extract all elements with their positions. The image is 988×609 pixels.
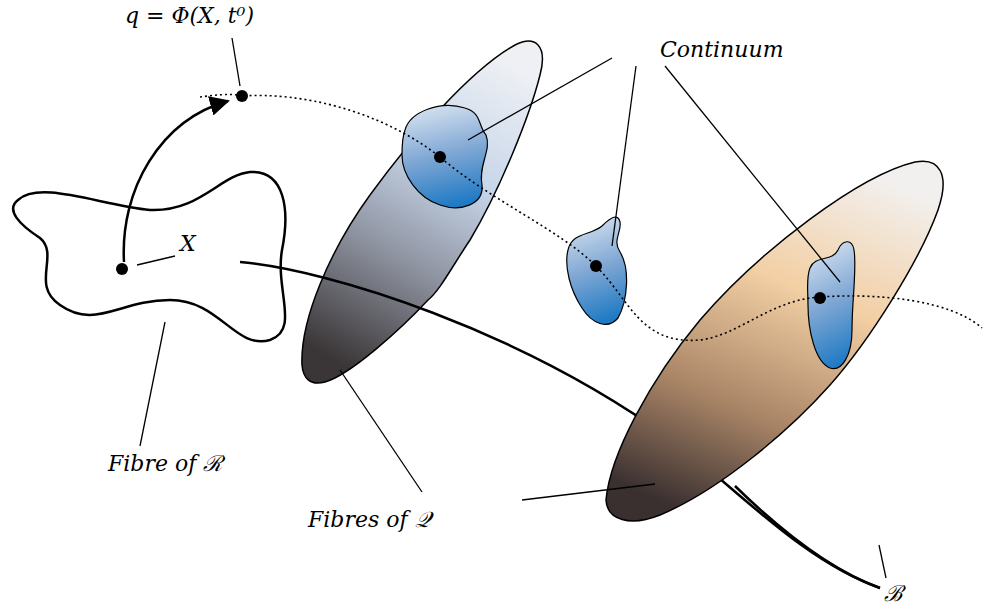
- point-dot: [590, 260, 602, 272]
- continuum-blob: [567, 217, 627, 324]
- point-dot: [814, 292, 826, 304]
- leader-line: [468, 58, 612, 140]
- point-formula: q = Φ(X, t⁰): [125, 4, 254, 28]
- fibres-label: Fibres of 𝒬: [308, 508, 431, 532]
- point-dot: [236, 90, 248, 102]
- leader-line: [879, 545, 886, 578]
- leader-line: [232, 38, 240, 86]
- continuum-blob: [402, 105, 488, 207]
- point-label: X: [180, 232, 196, 256]
- continuum-label: Continuum: [660, 38, 784, 62]
- fibre-q-second: [606, 161, 943, 521]
- base-curve-front: [735, 486, 880, 588]
- mapping-arrow: [124, 101, 228, 262]
- leader-line: [522, 484, 655, 500]
- fibre-q-first: [302, 41, 542, 383]
- leader-line: [612, 66, 636, 246]
- leader-line: [140, 322, 165, 446]
- fibre-r-outline: [13, 172, 285, 341]
- leader-line: [665, 66, 840, 282]
- point-dot: [116, 263, 128, 275]
- trajectory-dotted: [200, 94, 982, 340]
- leader-line: [340, 370, 422, 492]
- leader-line: [137, 256, 175, 265]
- base-label: ℬ: [884, 582, 902, 606]
- leader-lines: [137, 38, 886, 578]
- fibre-label: Fibre of ℛ: [108, 452, 222, 476]
- continuum-blob: [808, 242, 855, 369]
- point-dot: [434, 151, 446, 163]
